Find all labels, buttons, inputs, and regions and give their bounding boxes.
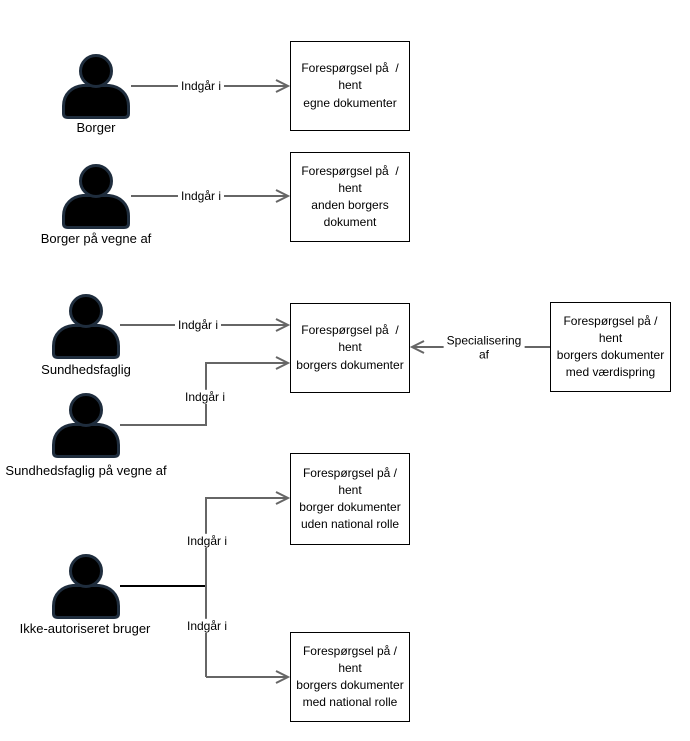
edge-label-indgaar-i: Indgår i: [181, 389, 229, 405]
actor-borger-label: Borger: [76, 120, 116, 135]
actor-sundhedsfaglig-label: Sundhedsfaglig: [41, 362, 131, 377]
edge-label-indgaar-i: Indgår i: [177, 78, 225, 94]
arrowhead-right-icon: [275, 189, 291, 203]
actor-borger-paa-vegne-af-label: Borger på vegne af: [40, 231, 152, 246]
usecase-text: Forespørgsel på / hent borgers dokumente…: [296, 323, 404, 372]
usecase-text: Forespørgsel på / hent borger dokumenter…: [299, 465, 401, 532]
edge-ikke-autoriseret-branches: [205, 491, 291, 684]
person-icon: [62, 164, 130, 229]
actor-sundhedsfaglig-paa-vegne-af[interactable]: [52, 391, 120, 458]
arrowhead-right-icon: [275, 318, 291, 332]
arrowhead-right-icon: [275, 491, 291, 505]
person-icon: [52, 554, 120, 619]
person-icon: [52, 294, 120, 359]
edge-label-indgaar-i: Indgår i: [183, 533, 231, 549]
actor-sundhedsfaglig-paa-vegne-af-label: Sundhedsfaglig på vegne af: [5, 463, 167, 478]
actor-ikke-autoriseret-bruger-label: Ikke-autoriseret bruger: [19, 621, 151, 636]
usecase-hent-anden-borgers-dokument[interactable]: Forespørgsel på / hent anden borgers dok…: [290, 152, 410, 242]
usecase-text: Forespørgsel på / hent egne dokumenter: [301, 61, 399, 110]
actor-borger[interactable]: [62, 52, 130, 119]
usecase-hent-borgers-dokumenter-med-vaerdispring[interactable]: Forespørgsel på / hent borgers dokumente…: [550, 302, 671, 392]
edge-label-indgaar-i: Indgår i: [174, 317, 222, 333]
edge-label-indgaar-i: Indgår i: [183, 618, 231, 634]
arrowhead-left-icon: [409, 340, 425, 354]
arrowhead-right-icon: [275, 670, 291, 684]
usecase-hent-borgers-dokumenter[interactable]: Forespørgsel på / hent borgers dokumente…: [290, 303, 410, 393]
usecase-hent-egne-dokumenter[interactable]: Forespørgsel på / hent egne dokumenter: [290, 41, 410, 131]
edge-label-specialisering-af: Specialisering af: [443, 333, 525, 363]
usecase-hent-borger-dokumenter-uden-national-rolle[interactable]: Forespørgsel på / hent borger dokumenter…: [290, 453, 410, 545]
actor-sundhedsfaglig[interactable]: [52, 292, 120, 359]
usecase-text: Forespørgsel på / hent anden borgers dok…: [301, 163, 399, 230]
usecase-text: Forespørgsel på / hent borgers dokumente…: [556, 313, 665, 380]
person-icon: [62, 54, 130, 119]
arrowhead-right-icon: [275, 79, 291, 93]
actor-borger-paa-vegne-af[interactable]: [62, 162, 130, 229]
usecase-hent-borgers-dokumenter-med-national-rolle[interactable]: Forespørgsel på / hent borgers dokumente…: [290, 632, 410, 722]
edge-label-indgaar-i: Indgår i: [177, 188, 225, 204]
person-icon: [52, 393, 120, 458]
actor-ikke-autoriseret-bruger[interactable]: [52, 552, 120, 619]
usecase-text: Forespørgsel på / hent borgers dokumente…: [296, 643, 404, 710]
arrowhead-right-icon: [275, 356, 291, 370]
